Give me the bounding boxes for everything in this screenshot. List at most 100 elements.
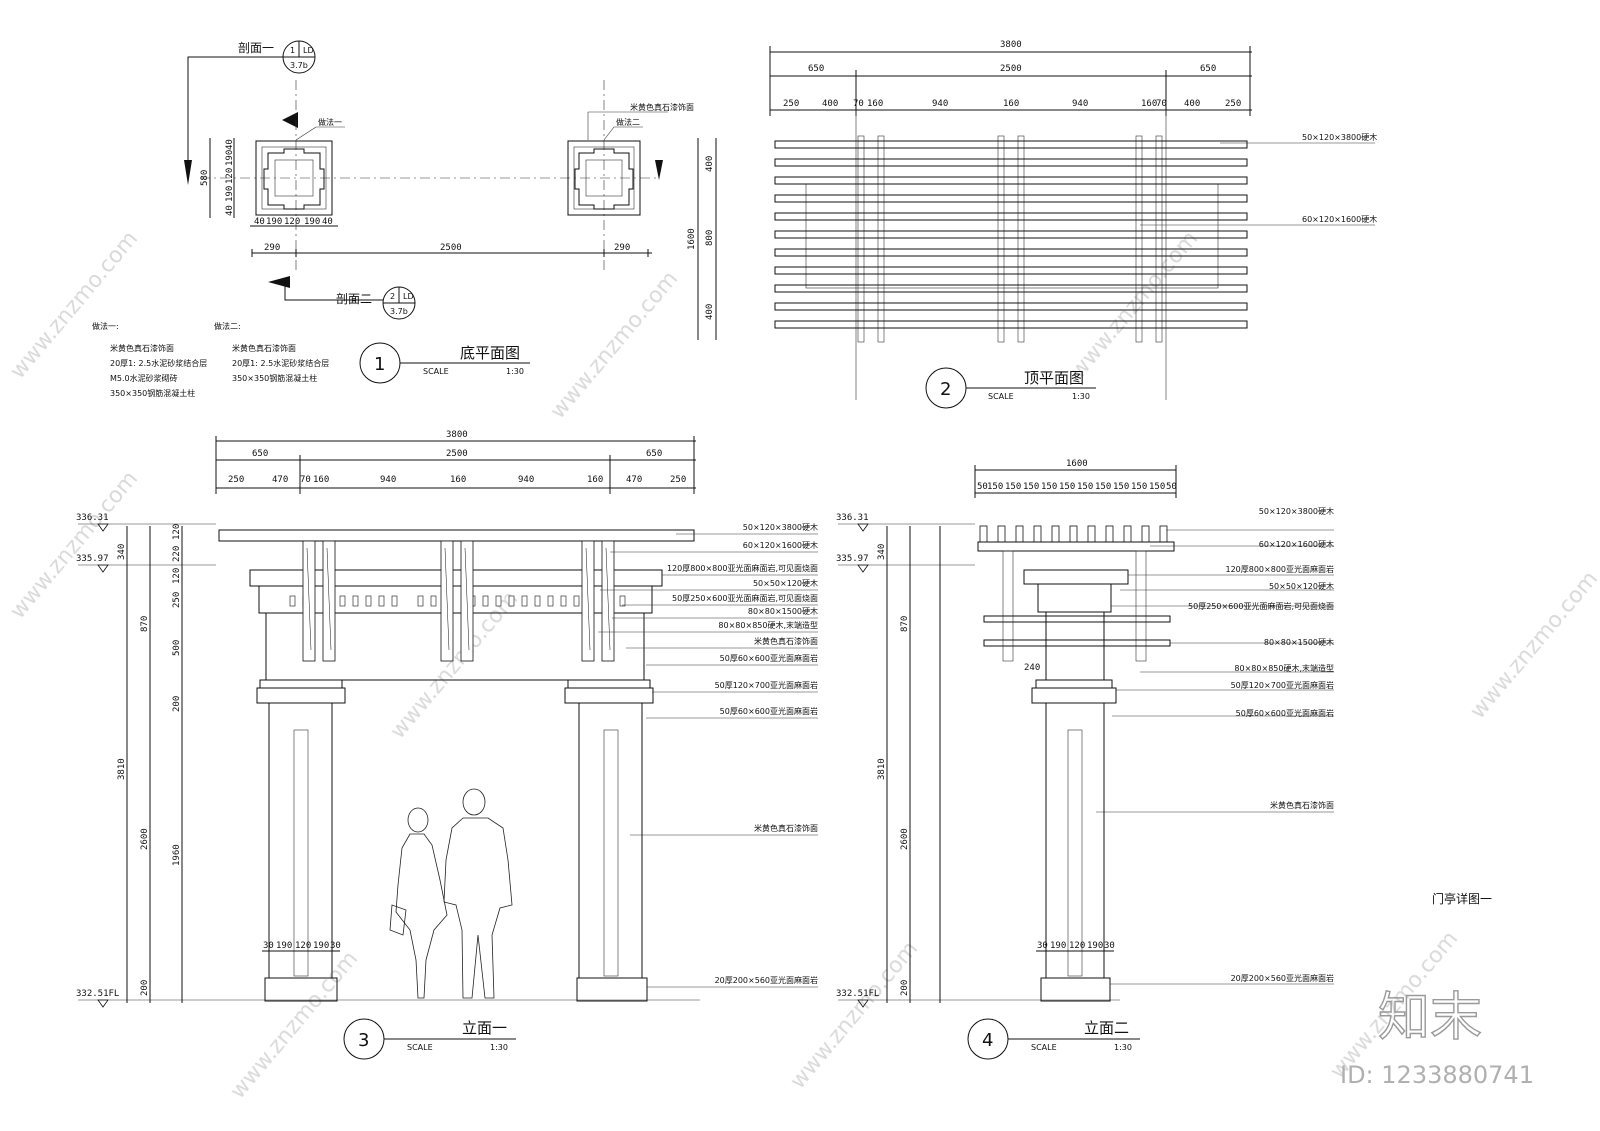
e1-dim-l2: 500 (172, 640, 182, 656)
e2-dim-d: 150 (1005, 482, 1021, 492)
p2-dim-2500: 2500 (1000, 64, 1022, 74)
notes1-title: 做法一: (92, 321, 119, 331)
e1-label: 50×120×3800硬木 (743, 522, 818, 532)
elev1-title: 立面一 (462, 1019, 507, 1037)
p2-dim-3800: 3800 (1000, 40, 1022, 50)
p2-dim-d: 70 (853, 99, 864, 109)
elev2-title-block: 4 立面二 SCALE 1:30 (967, 1018, 1140, 1060)
elevation-1: 3800 650 2500 650 250 470 70 160 940 160… (76, 430, 818, 1060)
e2-base-dim: 190 (1050, 941, 1066, 951)
plan2-number: 2 (940, 379, 951, 400)
p2-dim-400b: 400 (705, 304, 715, 320)
elev1-number: 3 (358, 1030, 369, 1051)
e1-label: 50厚250×600亚光面麻面岩,可见面烧面 (672, 593, 818, 603)
p1-dim-l3: 120 (225, 168, 235, 184)
plan1-title-block: 1 底平面图 SCALE 1:30 (359, 342, 530, 384)
e1-base-dim: 190 (276, 941, 292, 951)
e2-dim-d: 150 (1023, 482, 1039, 492)
e1-dim-d: 940 (380, 475, 396, 485)
plan-1-bottom-plan: 剖面一 1 LD 3.7b 剖面二 2 LD 3.7b (92, 40, 694, 398)
p2-dim-800: 800 (705, 230, 715, 246)
e2-dim-d: 50 (977, 482, 988, 492)
e2-level-mid: 335.97 (836, 554, 869, 564)
p1-dim-s3: 190 (304, 217, 320, 227)
construction-notes-1: 做法一: 米黄色真石漆饰面 20厚1: 2.5水泥砂浆结合层 M5.0水泥砂浆砌… (92, 321, 207, 398)
plan1-tag-method2: 做法二 (616, 117, 640, 127)
e2-dim-1600: 1600 (1066, 459, 1088, 469)
section-2-label: 剖面二 (336, 292, 372, 306)
p1-dim-l1: 40 (225, 139, 235, 150)
e1-label: 80×80×850硬木,末端造型 (718, 620, 818, 630)
e2-base-dim: 120 (1069, 941, 1085, 951)
e2-base-dim: 30 (1104, 941, 1115, 951)
elev2-scale-label: SCALE (1031, 1043, 1057, 1052)
p1-dim-290a: 290 (264, 243, 280, 253)
e1-dim-d: 160 (450, 475, 466, 485)
watermark-site: www.znzmo.com (1065, 226, 1203, 383)
watermark-site: www.znzmo.com (385, 586, 523, 743)
e1-dim-d: 70 (300, 475, 311, 485)
e1-level-fl: 332.51FL (76, 989, 119, 999)
p1-dim-2500: 2500 (440, 243, 462, 253)
scale-figure-couple (389, 788, 513, 999)
e2-leader-labels: 50×120×3800硬木 60×120×1600硬木 120厚800×800亚… (1096, 506, 1334, 985)
e1-label: 50×50×120硬木 (753, 578, 818, 588)
notes2-title: 做法二: (214, 321, 241, 331)
e1-dim-d: 160 (313, 475, 329, 485)
e2-label: 20厚200×560亚光面麻面岩 (1231, 973, 1334, 983)
elev1-scale-label: SCALE (407, 1043, 433, 1052)
e1-dim-l2: 200 (172, 696, 182, 712)
plan2-title: 顶平面图 (1024, 369, 1084, 387)
e2-level-fl: 332.51FL (836, 989, 879, 999)
p2-dim-400a: 400 (705, 156, 715, 172)
section-1-top: 1 (290, 46, 295, 55)
e2-label: 80×80×1500硬木 (1264, 637, 1334, 647)
e2-label: 50厚250×600亚光面麻面岩,可见面烧面 (1188, 601, 1334, 611)
section-1-mid: LD (303, 46, 314, 55)
e1-label: 米黄色真石漆饰面 (754, 823, 818, 833)
column-plan-left (255, 140, 333, 216)
e1-level-mid: 335.97 (76, 554, 109, 564)
e2-base-dim: 30 (1037, 941, 1048, 951)
e1-dim-650b: 650 (646, 449, 662, 459)
e1-dim-d: 250 (228, 475, 244, 485)
e2-levels: 336.31 335.97 332.51FL (836, 513, 1120, 1008)
notes1-line: 米黄色真石漆饰面 (110, 343, 174, 353)
e1-label: 120厚800×800亚光面麻面岩,可见面烧面 (667, 563, 818, 573)
plan1-scale: 1:30 (506, 367, 524, 376)
e1-dim-l: 200 (140, 980, 150, 996)
p2-dim-d: 250 (783, 99, 799, 109)
e1-label: 50厚60×600亚光面麻面岩 (720, 706, 818, 716)
notes1-line: M5.0水泥砂浆砌砖 (110, 373, 178, 383)
p1-dim-s1: 190 (266, 217, 282, 227)
plan1-tag-method1: 做法一 (318, 117, 342, 127)
e1-label: 米黄色真石漆饰面 (754, 636, 818, 646)
image-id: ID: 1233880741 (1340, 1061, 1534, 1089)
e1-leader-labels: 50×120×3800硬木 60×120×1600硬木 120厚800×800亚… (598, 522, 818, 988)
e1-dim-650a: 650 (252, 449, 268, 459)
e1-label: 80×80×1500硬木 (748, 606, 818, 616)
p2-dim-d: 400 (1184, 99, 1200, 109)
elevation-2: 1600 50 150 150 150 150 150 150 150 150 … (836, 459, 1334, 1060)
e2-dim-d: 150 (987, 482, 1003, 492)
e1-dim-l: 2600 (140, 828, 150, 850)
plan2-scale-label: SCALE (988, 392, 1014, 401)
e1-base-dim: 30 (263, 941, 274, 951)
e2-dim-d: 150 (1095, 482, 1111, 492)
e1-level-top: 336.31 (76, 513, 109, 523)
notes1-line: 350×350钢筋混凝土柱 (110, 388, 195, 398)
section-2-bottom: 3.7b (390, 307, 408, 316)
e1-dim-d: 470 (626, 475, 642, 485)
e1-base-dim: 30 (330, 941, 341, 951)
p1-dim-s2: 120 (284, 217, 300, 227)
section-marker-2: 剖面二 2 LD 3.7b (284, 282, 416, 320)
notes1-line: 20厚1: 2.5水泥砂浆结合层 (110, 358, 207, 368)
e1-dim-2500: 2500 (446, 449, 468, 459)
e1-dim-3800: 3800 (446, 430, 468, 440)
e1-dim-l: 340 (117, 544, 127, 560)
p1-dim-s4: 40 (322, 217, 333, 227)
p2-label-joist: 60×120×1600硬木 (1302, 214, 1377, 224)
e1-base-dim: 120 (295, 941, 311, 951)
e1-label: 50厚120×700亚光面麻面岩 (715, 680, 818, 690)
